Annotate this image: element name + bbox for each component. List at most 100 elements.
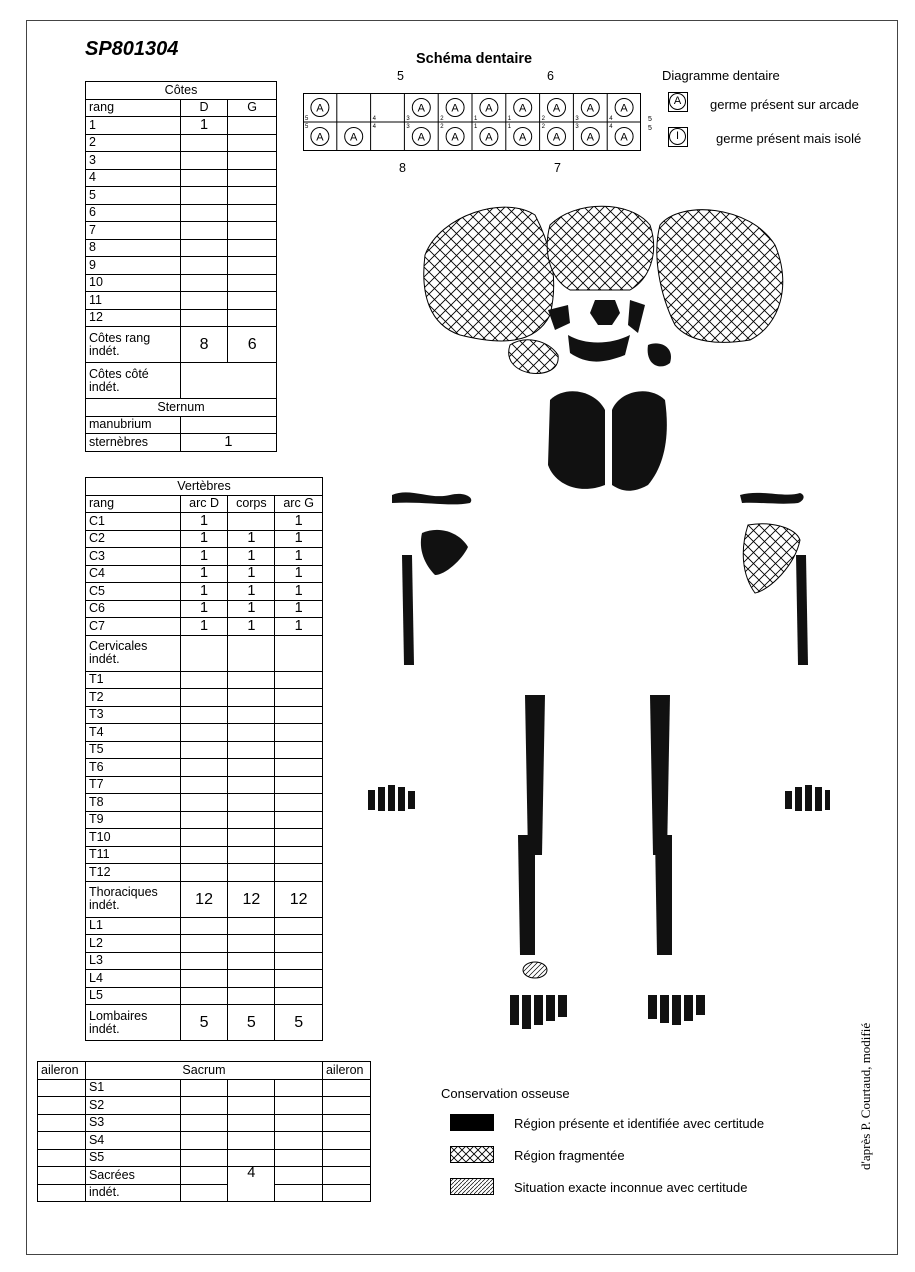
cotes-d-cell: 1: [180, 117, 228, 135]
vertebra-corps-cell: [228, 513, 275, 531]
vert-col-arc-g: arc G: [275, 495, 323, 513]
svg-text:A: A: [316, 103, 324, 115]
cotes-col-rang: rang: [86, 99, 181, 117]
scapula-right: [743, 524, 800, 593]
vert-col-rang: rang: [86, 495, 181, 513]
upper-tooth: A: [548, 99, 566, 117]
sacrum-arc-g-cell: [275, 1114, 323, 1132]
cotes-cote-indet-label: Côtes côté indét.: [86, 363, 181, 399]
dental-sub-number: 1: [508, 124, 512, 130]
vertebra-row: T3: [86, 706, 323, 724]
vertebra-arc-d-cell: [180, 829, 228, 847]
cotes-rang-cell: 8: [86, 239, 181, 257]
vertebra-row: C7111: [86, 618, 323, 636]
sacrum-row: S5: [38, 1149, 371, 1167]
vertebra-corps-cell: 1: [228, 565, 275, 583]
cotes-col-g: G: [228, 99, 277, 117]
cotes-g-cell: [228, 222, 277, 240]
dental-sub-number: 2: [440, 116, 444, 122]
vertebra-corps-cell: [228, 776, 275, 794]
foot-right: [648, 995, 705, 1025]
svg-text:A: A: [451, 103, 459, 115]
vertebra-arc-g-cell: 1: [275, 565, 323, 583]
vertebra-corps-cell: [228, 741, 275, 759]
upper-tooth: A: [514, 99, 532, 117]
vertebra-arc-d-cell: [180, 671, 228, 689]
lower-tooth: A: [615, 128, 633, 146]
vertebra-rang-cell: C2: [86, 530, 181, 548]
sacrum-rang-cell: S5: [85, 1149, 180, 1167]
lumbar-indet-arc-g: 5: [275, 1005, 323, 1041]
cotes-row: 4: [86, 169, 277, 187]
skull-frontal: [547, 206, 653, 290]
vertebra-arc-d-cell: 1: [180, 565, 228, 583]
swatch-unknown: [450, 1178, 494, 1195]
dental-sub-number: 4: [609, 124, 613, 130]
cotes-header: Côtes: [86, 82, 277, 100]
vertebra-arc-g-cell: 1: [275, 618, 323, 636]
vertebra-rang-cell: C5: [86, 583, 181, 601]
vertebra-row: T7: [86, 776, 323, 794]
dental-sub-number: 5: [305, 124, 309, 130]
cotes-row: 8: [86, 239, 277, 257]
vertebra-arc-d-cell: [180, 952, 228, 970]
vertebra-arc-d-cell: [180, 987, 228, 1005]
vertebra-arc-g-cell: [275, 952, 323, 970]
vertebra-arc-d-cell: [180, 776, 228, 794]
conservation-present: Région présente et identifiée avec certi…: [514, 1116, 764, 1131]
vertebra-corps-cell: [228, 671, 275, 689]
sacrum-arc-g-cell: [275, 1079, 323, 1097]
scapula-left: [421, 530, 468, 575]
sphenoid: [590, 300, 620, 325]
vertebra-rang-cell: C6: [86, 600, 181, 618]
cotes-rang-cell: 12: [86, 309, 181, 327]
svg-text:A: A: [418, 132, 426, 144]
vertebra-arc-d-cell: [180, 935, 228, 953]
vertebra-arc-d-cell: [180, 759, 228, 777]
ilium-right: [612, 391, 667, 490]
vertebra-arc-d-cell: 1: [180, 618, 228, 636]
vertebra-rang-cell: T9: [86, 811, 181, 829]
vertebra-arc-d-cell: 1: [180, 548, 228, 566]
svg-text:A: A: [316, 132, 324, 144]
upper-tooth: A: [311, 99, 329, 117]
vertebra-corps-cell: 1: [228, 548, 275, 566]
vertebra-row: L2: [86, 935, 323, 953]
sacrum-arc-d-cell: [180, 1149, 228, 1167]
cotes-g-cell: [228, 169, 277, 187]
vertebra-corps-cell: [228, 829, 275, 847]
sternebres-label: sternèbres: [86, 434, 181, 452]
vertebra-rang-cell: L1: [86, 917, 181, 935]
svg-text:A: A: [519, 103, 527, 115]
svg-text:A: A: [587, 103, 595, 115]
vertebra-arc-g-cell: 1: [275, 530, 323, 548]
vertebra-row: T5: [86, 741, 323, 759]
skull-left-parietal: [424, 207, 554, 341]
vertebra-rang-cell: T7: [86, 776, 181, 794]
dental-quadrant-5: 5: [397, 69, 404, 83]
vertebra-row: T2: [86, 689, 323, 707]
page-title: SP801304: [85, 38, 178, 61]
vertebra-row: T6: [86, 759, 323, 777]
dental-sub-number: 1: [474, 124, 478, 130]
sacrum-aileron-left: aileron: [38, 1062, 86, 1080]
sacrum-rang-cell: S1: [85, 1079, 180, 1097]
conservation-fragmented: Région fragmentée: [514, 1148, 625, 1163]
lower-tooth: A: [446, 128, 464, 146]
vertebra-row: C4111: [86, 565, 323, 583]
vert-col-arc-d: arc D: [180, 495, 228, 513]
vertebra-rang-cell: L2: [86, 935, 181, 953]
sacrum-row: S1: [38, 1079, 371, 1097]
cotes-g-cell: [228, 152, 277, 170]
vertebra-arc-g-cell: [275, 864, 323, 882]
vertebra-arc-d-cell: [180, 970, 228, 988]
cotes-row: 10: [86, 274, 277, 292]
dental-quadrant-6: 6: [547, 69, 554, 83]
cotes-rang-cell: 10: [86, 274, 181, 292]
skeleton-diagram: [330, 195, 830, 1075]
vertebra-corps-cell: [228, 970, 275, 988]
dental-sub-number: 3: [575, 124, 579, 130]
vertebra-arc-g-cell: [275, 776, 323, 794]
vertebra-corps-cell: [228, 952, 275, 970]
